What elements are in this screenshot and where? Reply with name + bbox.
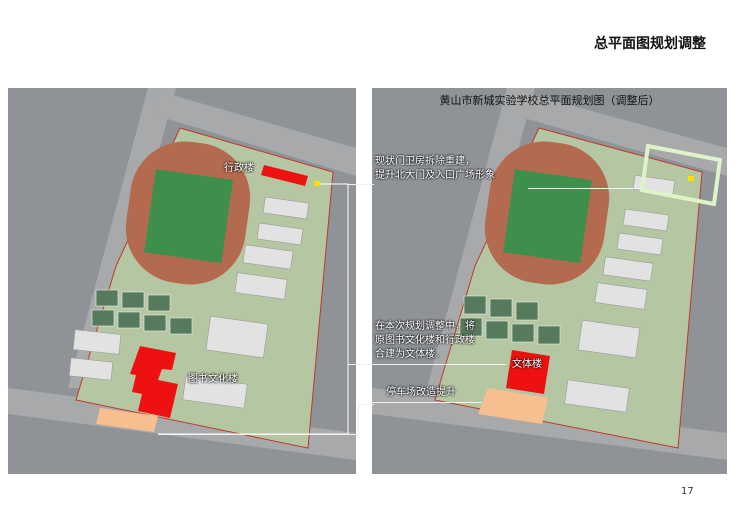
original-site-plan: 行政楼 图书文化楼 bbox=[8, 88, 356, 474]
gate-annotation-line1: 现状门卫房拆除重建， bbox=[375, 156, 475, 167]
culture-sports-building-label: 文体楼 bbox=[512, 359, 542, 370]
merge-annotation-line2: 原图书文化楼和行政楼 bbox=[375, 335, 475, 346]
gate-annotation-line2: 提升北大门及入口广场形象 bbox=[375, 170, 495, 181]
admin-building-highlight bbox=[261, 165, 308, 186]
adjusted-site-plan: 黄山市新城实验学校总平面规划图（调整后） 现状门卫房拆除重建， 提升北大门及入口… bbox=[372, 88, 727, 474]
parking-highlight bbox=[478, 388, 548, 424]
adjusted-site-plan-drawing bbox=[372, 88, 727, 460]
library-building-highlight bbox=[130, 346, 178, 418]
north-gate-frame bbox=[639, 143, 723, 207]
merge-annotation-line1: 在本次规划调整中，将 bbox=[375, 321, 475, 332]
page-title: 总平面图规划调整 bbox=[594, 36, 706, 52]
page-number: 17 bbox=[681, 486, 694, 497]
original-site-plan-drawing bbox=[8, 88, 356, 460]
parking-highlight bbox=[96, 408, 158, 432]
library-building-label: 图书文化楼 bbox=[188, 374, 238, 385]
culture-sports-building-highlight bbox=[506, 350, 550, 394]
plan-title: 黄山市新城实验学校总平面规划图（调整后） bbox=[439, 94, 660, 107]
merge-annotation-line3: 合建为文体楼。 bbox=[375, 349, 445, 360]
admin-building-label: 行政楼 bbox=[224, 163, 254, 174]
parking-annotation: 停车场改造提升 bbox=[386, 387, 456, 398]
